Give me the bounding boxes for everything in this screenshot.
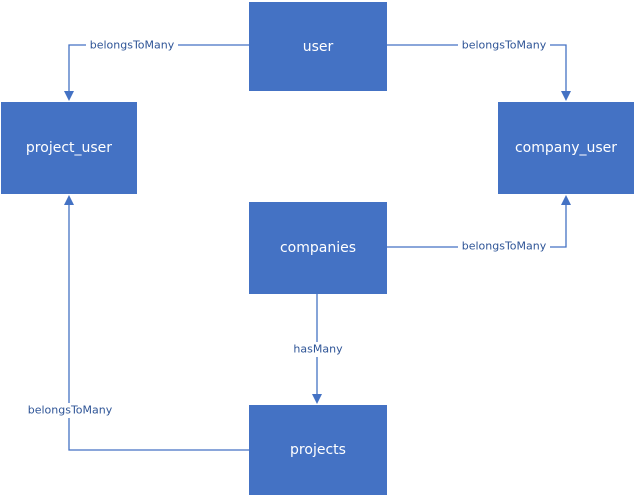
edge-user-to-company-user <box>387 44 571 101</box>
node-companies-label: companies <box>280 240 356 256</box>
edge-label-text: hasMany <box>293 343 343 356</box>
node-company-user-label: company_user <box>515 140 617 156</box>
node-user-label: user <box>303 39 334 55</box>
edge-projects-to-project-user <box>64 195 249 451</box>
node-companies[interactable]: companies <box>249 202 387 294</box>
node-user[interactable]: user <box>249 2 387 91</box>
edge-label-text: belongsToMany <box>28 404 113 417</box>
edge-label-text: belongsToMany <box>462 240 547 253</box>
edge-label-companies-company-user: belongsToMany <box>458 239 550 254</box>
edge-label-text: belongsToMany <box>462 39 547 52</box>
edge-user-to-project-user <box>64 44 249 101</box>
edge-label-user-company-user: belongsToMany <box>458 38 550 53</box>
node-project-user[interactable]: project_user <box>1 102 137 194</box>
edge-label-companies-projects: hasMany <box>289 342 347 357</box>
edge-companies-to-company-user <box>387 195 571 248</box>
node-projects-label: projects <box>290 442 346 458</box>
node-projects[interactable]: projects <box>249 405 387 495</box>
edge-label-text: belongsToMany <box>90 39 175 52</box>
edge-label-projects-project-user: belongsToMany <box>24 403 116 418</box>
node-company-user[interactable]: company_user <box>498 102 634 194</box>
node-project-user-label: project_user <box>26 140 112 156</box>
edge-label-user-project-user: belongsToMany <box>86 38 178 53</box>
